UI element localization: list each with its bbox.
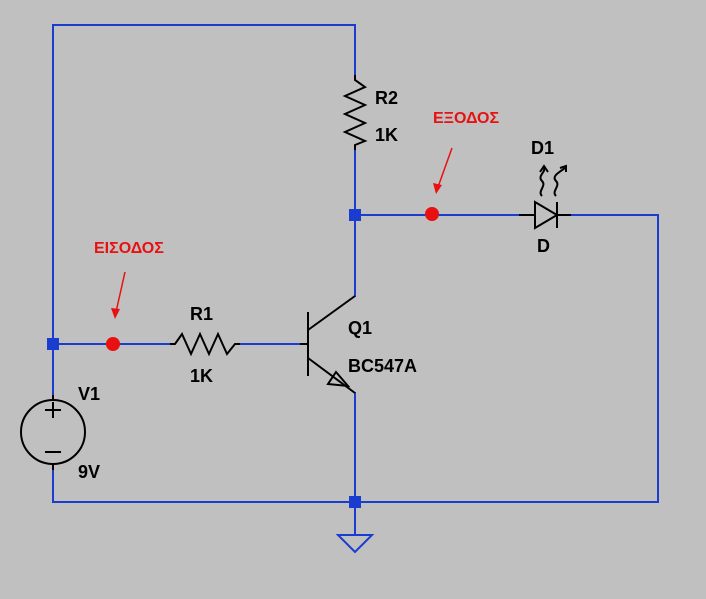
input-label: ΕΙΣΟΔΟΣ [94,240,164,257]
q1-emitter [307,357,356,394]
d1-light-ray-2 [553,167,566,197]
d1-light-arrow-2 [559,164,567,172]
transistor-q1: Q1 BC547A [300,295,417,394]
r1-value: 1K [190,366,213,386]
v1-name: V1 [78,384,100,404]
led-d1: D1 D [519,138,571,256]
r1-name: R1 [190,304,213,324]
d1-light-arrow-1 [539,164,549,173]
junction-input [47,338,59,350]
resistor-r2: R2 1K [342,75,398,150]
input-arrowhead [111,308,120,319]
output-arrowhead [433,183,442,194]
d1-name: D1 [531,138,554,158]
r2-name: R2 [375,88,398,108]
output-label: ΕΞΟΔΟΣ [433,110,500,127]
resistor-r1: R1 1K [170,304,240,386]
output-annotation: ΕΞΟΔΟΣ [425,110,500,221]
r1-body [170,331,240,357]
input-probe-point [106,337,120,351]
r2-value: 1K [375,125,398,145]
input-arrow [115,271,126,313]
output-probe-point [425,207,439,221]
input-annotation: ΕΙΣΟΔΟΣ [94,240,164,351]
q1-name: Q1 [348,318,372,338]
q1-value: BC547A [348,356,417,376]
wire-top [52,24,356,76]
d1-triangle [534,200,559,230]
junction-output [349,209,361,221]
output-arrow [437,147,453,188]
v1-value: 9V [78,462,100,482]
ground-icon [335,534,375,554]
q1-collector [307,295,356,331]
q1-emitter-arrow [326,370,351,388]
junction-ground [349,496,361,508]
r2-body [342,75,368,150]
d1-value: D [537,236,550,256]
voltage-source-v1: V1 9V [20,384,100,482]
d1-light-ray-1 [539,167,546,197]
